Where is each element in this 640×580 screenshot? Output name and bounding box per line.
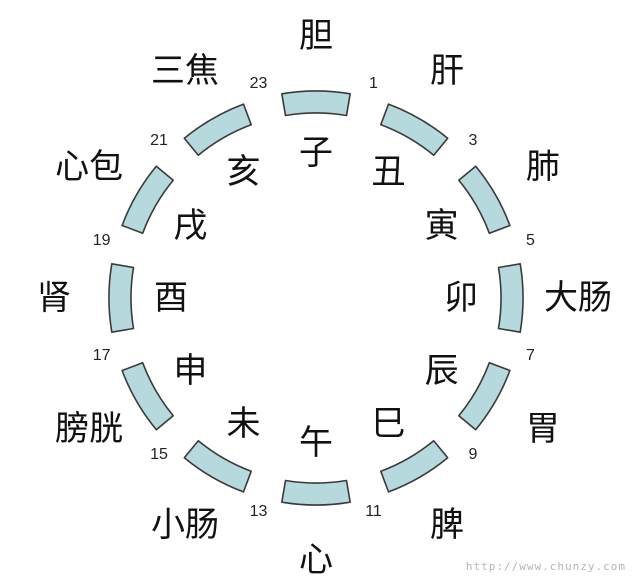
- hour-number: 13: [249, 503, 268, 521]
- branch-label: 辰: [424, 350, 459, 391]
- organ-label: 膀胱: [55, 409, 124, 449]
- arc-segment: [183, 103, 252, 156]
- arc-segment: [497, 263, 524, 333]
- hour-number: 1: [369, 74, 378, 92]
- organ-label: 大肠: [544, 278, 612, 318]
- organ-label: 肾: [37, 278, 71, 318]
- arc-segment: [458, 165, 511, 234]
- organ-label: 胃: [525, 409, 560, 449]
- branch-label: 丑: [371, 152, 406, 193]
- organ-label: 肝: [430, 51, 464, 92]
- arc-segment: [458, 362, 511, 431]
- organ-label: 心包: [55, 147, 124, 187]
- organ-label: 脾: [430, 504, 464, 545]
- organ-label: 胆: [299, 16, 333, 56]
- organ-label: 三焦: [151, 51, 219, 92]
- branch-label: 申: [173, 350, 208, 391]
- hour-number: 9: [468, 446, 478, 463]
- hour-number: 17: [92, 346, 111, 364]
- arc-segment: [183, 440, 252, 493]
- watermark: http://www.chunzy.com: [465, 560, 626, 573]
- arc-segment: [380, 440, 449, 493]
- hour-number: 5: [525, 231, 535, 249]
- hour-number: 11: [365, 503, 382, 521]
- arc-segment: [281, 90, 351, 117]
- arc-segment: [121, 165, 174, 234]
- organ-label: 小肠: [151, 504, 219, 545]
- arc-segment: [281, 479, 351, 506]
- branch-label: 酉: [154, 278, 188, 318]
- branch-label: 亥: [226, 152, 261, 193]
- branch-label: 寅: [424, 205, 459, 246]
- hour-number: 23: [249, 74, 268, 92]
- branch-label: 子: [299, 133, 333, 173]
- hour-number: 7: [525, 346, 535, 364]
- organ-label: 肺: [525, 147, 560, 187]
- organ-label: 心: [299, 540, 333, 580]
- hour-number: 19: [92, 231, 111, 249]
- branch-label: 巳: [371, 403, 406, 444]
- arc-segment: [380, 103, 449, 156]
- branch-label: 未: [226, 403, 261, 444]
- branch-label: 午: [299, 423, 333, 463]
- hour-number: 21: [150, 132, 168, 149]
- arc-segment: [108, 263, 135, 333]
- branch-label: 卯: [444, 278, 478, 318]
- hour-number: 15: [150, 446, 168, 463]
- branch-label: 戌: [173, 205, 208, 246]
- hour-number: 3: [468, 132, 478, 149]
- arc-segment: [121, 362, 174, 431]
